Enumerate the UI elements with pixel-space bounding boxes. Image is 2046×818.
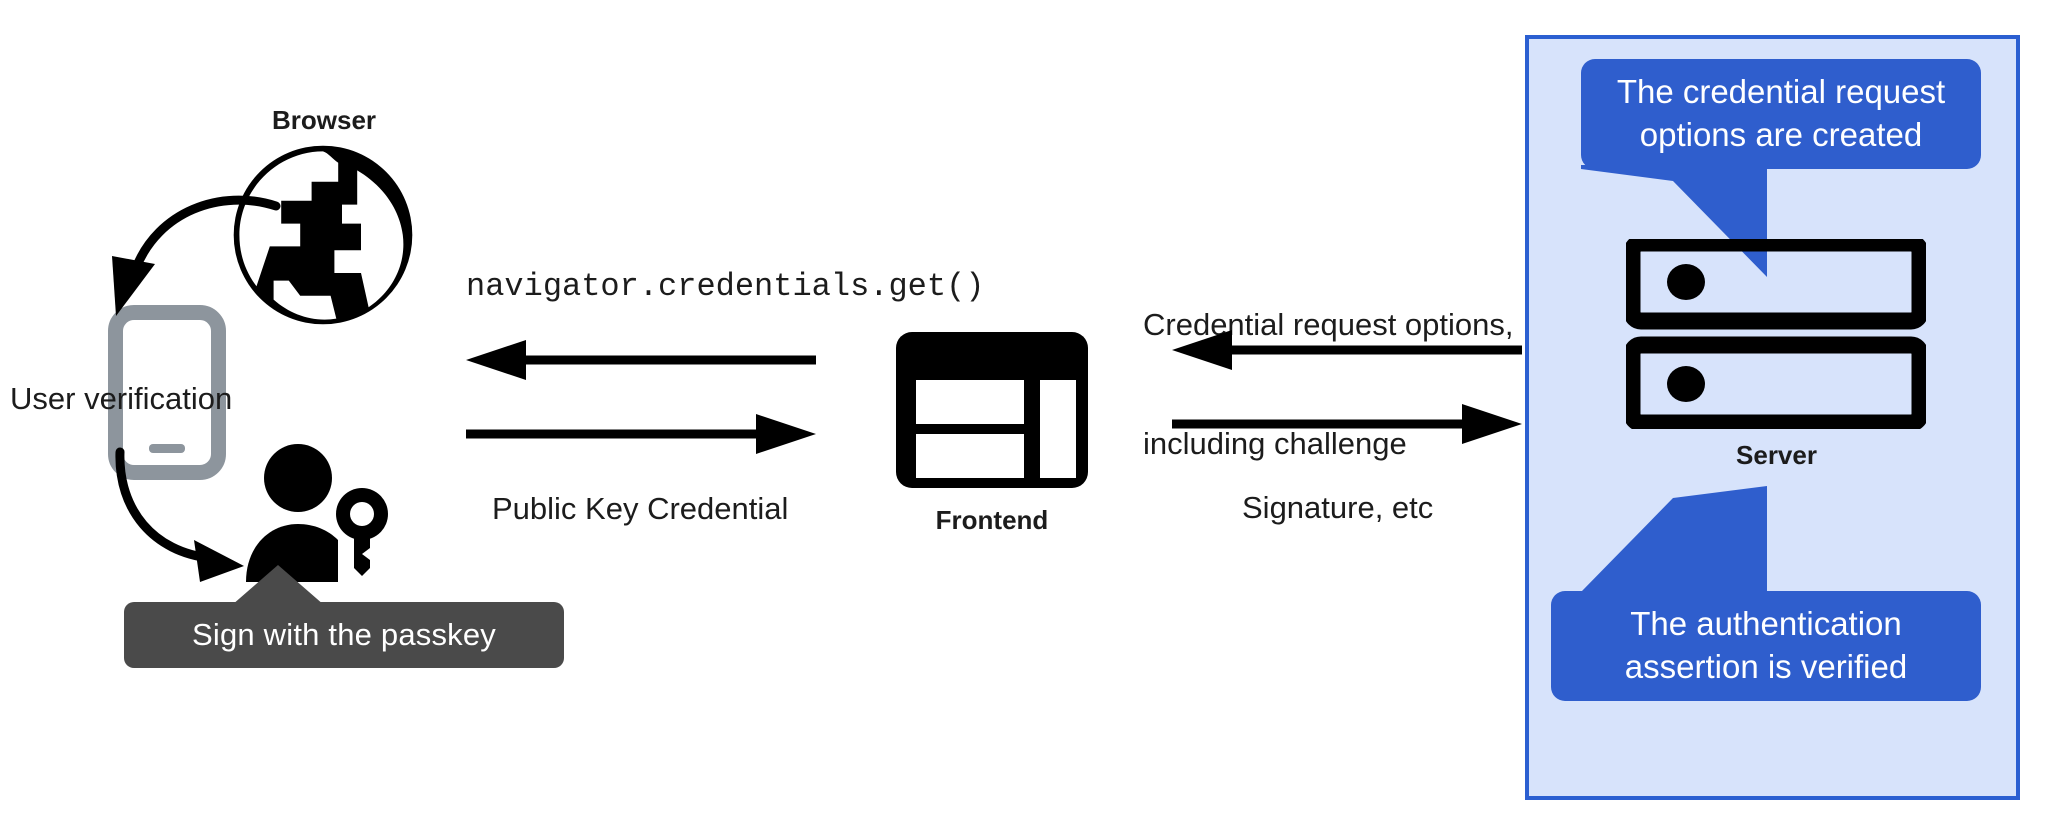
passkey-tooltip-text: Sign with the passkey <box>191 617 497 652</box>
phone-to-user-arrow <box>115 447 244 582</box>
passkey-tooltip: Sign with the passkey <box>124 602 564 668</box>
server-callout-bottom-line1: The authentication <box>1630 605 1902 643</box>
browser-to-frontend-arrow <box>466 414 816 454</box>
frontend-to-browser-arrow <box>466 340 816 380</box>
server-callout-top-line1: The credential request <box>1616 73 1946 111</box>
frontend-to-server-arrow <box>1172 404 1522 444</box>
server-callout-bottom-line2: assertion is verified <box>1624 648 1908 685</box>
server-callout-bottom: The authentication assertion is verified <box>1551 591 1981 701</box>
server-callout-bottom-tail <box>1581 486 1767 596</box>
server-callout-top: The credential request options are creat… <box>1581 59 1981 169</box>
passkey-tooltip-tail <box>232 565 324 605</box>
globe-icon <box>228 140 418 330</box>
mobile-phone-icon <box>108 305 226 480</box>
server-to-frontend-arrow <box>1172 330 1522 370</box>
signature-etc-label: Signature, etc <box>1242 490 1434 525</box>
frontend-label: Frontend <box>935 505 1049 535</box>
server-racks-icon <box>1623 234 1929 432</box>
server-callout-top-line2: options are created <box>1639 116 1923 153</box>
browser-to-phone-arrow <box>112 195 281 316</box>
server-panel: The credential request options are creat… <box>1525 35 2020 800</box>
browser-label: Browser <box>272 105 377 135</box>
credential-request-options-line2: including challenge <box>1143 426 1407 462</box>
credential-request-options-line1: Credential request options, <box>1143 307 1514 343</box>
credential-request-options-label: Credential request options, including ch… <box>1143 226 1514 543</box>
server-callout-top-tail <box>1581 165 1767 277</box>
public-key-credential-label: Public Key Credential <box>492 491 789 526</box>
navigator-credentials-get-label: navigator.credentials.get() <box>466 268 985 305</box>
phone-home-indicator <box>149 444 185 453</box>
web-layout-icon <box>894 330 1090 490</box>
server-label: Server <box>1736 440 1817 470</box>
user-verification-label: User verification <box>10 381 233 416</box>
